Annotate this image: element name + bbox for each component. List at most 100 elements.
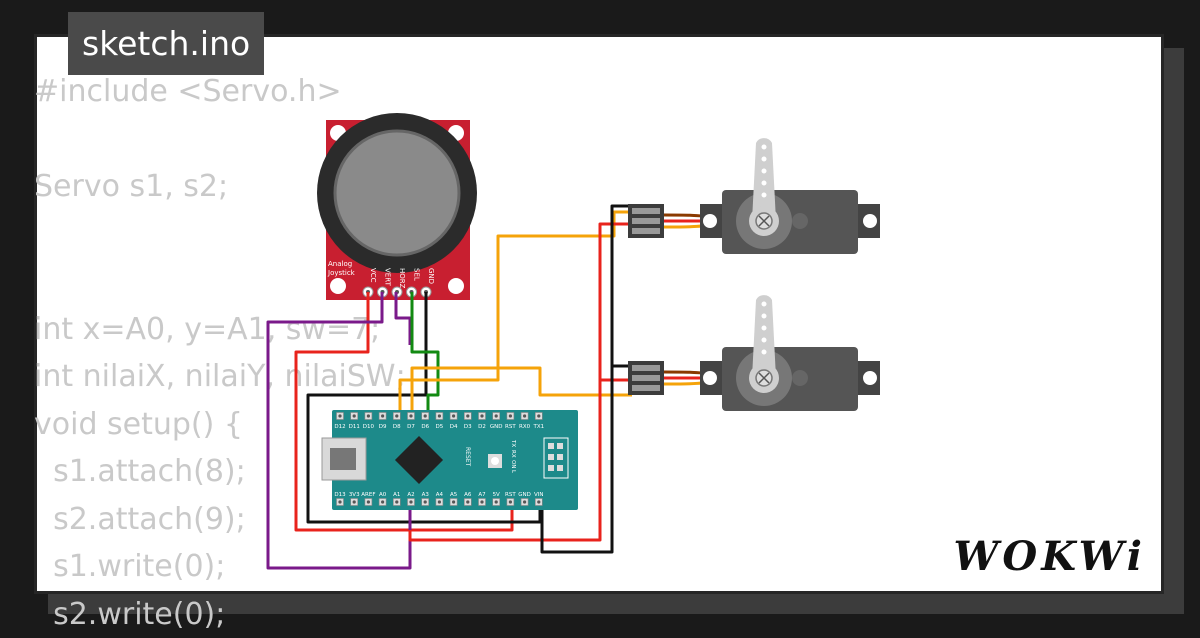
nano-pin-label: D8 xyxy=(393,424,401,430)
servo-mount-hole xyxy=(703,214,717,228)
reset-label: RESET xyxy=(464,447,471,467)
nano-pin-hole xyxy=(338,414,341,417)
nano-pin-hole xyxy=(480,500,483,503)
nano-pin-hole xyxy=(523,500,526,503)
servo-horn-hole xyxy=(762,169,767,174)
nano-pin-label: D10 xyxy=(363,424,375,430)
nano-pin-label: D6 xyxy=(421,424,429,430)
wokwi-logo: WOKWi xyxy=(953,533,1146,580)
servo-horn-hole xyxy=(762,314,767,319)
nano-pin-label: VIN xyxy=(534,492,544,498)
nano-pin-label: A2 xyxy=(407,492,414,498)
nano-pin-label: D12 xyxy=(334,424,345,430)
nano-pin-hole xyxy=(537,414,540,417)
nano-pin-label: AREF xyxy=(361,492,375,498)
nano-pin-label: A1 xyxy=(393,492,400,498)
nano-pin-label: D5 xyxy=(436,424,444,430)
servo-connector-pin xyxy=(632,385,660,391)
servo-mount-hole xyxy=(863,214,877,228)
icsp-pin[interactable] xyxy=(557,465,563,471)
joystick-label-1: Analog xyxy=(328,260,352,268)
nano-pin-hole xyxy=(338,500,341,503)
nano-pin-hole xyxy=(523,414,526,417)
nano-pin-hole xyxy=(395,414,398,417)
servo-connector-pin xyxy=(632,208,660,214)
nano-pin-hole xyxy=(353,414,356,417)
nano-pin-hole xyxy=(466,500,469,503)
servo-horn-hole xyxy=(762,350,767,355)
nano-pin-label: 3V3 xyxy=(349,492,360,498)
nano-pin-hole xyxy=(452,414,455,417)
servo-motor[interactable] xyxy=(628,138,880,254)
nano-pin-hole xyxy=(424,500,427,503)
servo-connector-pin xyxy=(632,218,660,224)
nano-pin-label: D7 xyxy=(407,424,415,430)
nano-pin-label: D3 xyxy=(464,424,472,430)
joystick-pin-label: VERT xyxy=(384,268,392,287)
led-label: ON xyxy=(510,460,516,468)
nano-pin-hole xyxy=(409,414,412,417)
nano-pin-label: RST xyxy=(505,492,516,498)
nano-pin-hole xyxy=(424,414,427,417)
nano-pin-hole xyxy=(395,500,398,503)
nano-pin-label: A4 xyxy=(436,492,444,498)
nano-pin-hole xyxy=(438,500,441,503)
servo-mount-hole xyxy=(863,371,877,385)
servo-horn-hole xyxy=(762,302,767,307)
nano-pin-hole xyxy=(452,500,455,503)
servo-bump xyxy=(792,213,808,229)
icsp-pin[interactable] xyxy=(557,454,563,460)
servo-horn-hole xyxy=(762,157,767,162)
servo-motor[interactable] xyxy=(628,295,880,411)
wire-servo-vcc[interactable] xyxy=(600,224,632,380)
nano-pin-label: D9 xyxy=(379,424,387,430)
nano-pin-hole xyxy=(466,414,469,417)
joystick-label-2: Joystick xyxy=(327,269,356,277)
led-label: TX xyxy=(510,439,516,447)
joystick-pin-label: GND xyxy=(427,268,435,284)
nano-pin-hole xyxy=(353,500,356,503)
nano-pin-label: RST xyxy=(505,424,516,430)
mount-hole xyxy=(448,278,464,294)
servo-connector-pin xyxy=(632,365,660,371)
nano-pin-label: D11 xyxy=(349,424,360,430)
nano-pin-label: A6 xyxy=(464,492,472,498)
nano-pin-hole xyxy=(381,414,384,417)
servo-horn-hole xyxy=(762,145,767,150)
servo-connector-pin xyxy=(632,375,660,381)
nano-pin-label: 5V xyxy=(493,492,500,498)
servo-connector-pin xyxy=(632,228,660,234)
nano-pin-hole xyxy=(480,414,483,417)
nano-pin-hole xyxy=(438,414,441,417)
servo-horn-hole xyxy=(762,181,767,186)
servo-horn-hole xyxy=(762,338,767,343)
icsp-pin[interactable] xyxy=(548,454,554,460)
sketch-title: sketch.ino xyxy=(68,12,264,75)
joystick-knob[interactable] xyxy=(335,131,459,255)
servo-horn-hole xyxy=(762,326,767,331)
reset-button-cap[interactable] xyxy=(491,457,499,465)
nano-pin-hole xyxy=(381,500,384,503)
icsp-pin[interactable] xyxy=(557,443,563,449)
nano-pin-hole xyxy=(509,500,512,503)
nano-pin-hole xyxy=(367,500,370,503)
nano-pin-label: D2 xyxy=(478,424,486,430)
nano-pin-label: D13 xyxy=(334,492,346,498)
icsp-pin[interactable] xyxy=(548,443,554,449)
nano-pin-hole xyxy=(495,414,498,417)
mount-hole xyxy=(330,278,346,294)
icsp-pin[interactable] xyxy=(548,465,554,471)
led-label: RX xyxy=(510,450,516,458)
nano-pin-hole xyxy=(537,500,540,503)
servo-mount-hole xyxy=(703,371,717,385)
servo-horn-hole xyxy=(762,193,767,198)
joystick-pin-label: SEL xyxy=(413,268,421,281)
usb-port-inner xyxy=(330,448,356,470)
nano-pin-hole xyxy=(409,500,412,503)
nano-pin-hole xyxy=(509,414,512,417)
nano-pin-label: A0 xyxy=(379,492,387,498)
nano-pin-label: TX1 xyxy=(532,424,544,430)
nano-pin-label: GND xyxy=(490,424,503,430)
